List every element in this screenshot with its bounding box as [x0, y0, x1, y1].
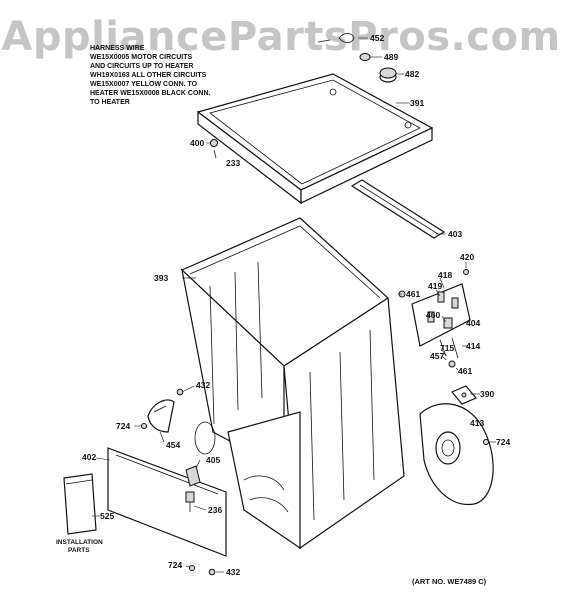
rear-cover-part[interactable] — [419, 403, 494, 505]
label-391: 391 — [410, 98, 424, 108]
label-457: 457 — [430, 351, 444, 361]
label-715: 715 — [440, 343, 454, 353]
leader-lines — [92, 37, 496, 573]
clip-part-489[interactable] — [359, 53, 371, 61]
label-233: 233 — [226, 158, 240, 168]
label-404: 404 — [466, 318, 480, 328]
switch-bracket-part[interactable] — [411, 283, 471, 359]
label-236: 236 — [208, 505, 222, 515]
label-418: 418 — [438, 270, 452, 280]
screw-part-461-lower[interactable] — [448, 360, 456, 368]
toe-kick-panel-part[interactable] — [107, 447, 227, 557]
label-402: 402 — [82, 452, 96, 462]
label-525: 525 — [100, 511, 114, 521]
label-432-upper: 432 — [196, 380, 210, 390]
clip-part-420[interactable] — [463, 269, 469, 275]
screw-part-400[interactable] — [210, 139, 218, 159]
harness-note-line: HEATER WE15X0008 BLACK CONN. — [90, 90, 211, 97]
label-482: 482 — [405, 69, 419, 79]
label-413: 413 — [470, 418, 484, 428]
label-489: 489 — [384, 52, 398, 62]
label-461-lower: 461 — [458, 366, 472, 376]
bracket-part-454[interactable] — [147, 399, 175, 433]
label-393: 393 — [154, 273, 168, 283]
label-420: 420 — [460, 252, 474, 262]
screw-part-432-bottom[interactable] — [208, 568, 216, 576]
label-405: 405 — [206, 455, 220, 465]
installation-parts-label-2: PARTS — [68, 547, 90, 554]
harness-note-line: AND CIRCUITS UP TO HEATER — [90, 63, 194, 70]
support-part-405[interactable] — [185, 465, 201, 487]
label-403: 403 — [448, 229, 462, 239]
label-419: 419 — [428, 281, 442, 291]
installation-parts-label: INSTALLATION — [56, 539, 103, 546]
harness-note-line: HARNESS WIRE — [90, 45, 145, 52]
plate-part-390[interactable] — [451, 385, 477, 405]
installation-parts-envelope[interactable] — [63, 473, 97, 535]
screw-part-432-upper[interactable] — [176, 388, 184, 396]
harness-note-line: WE15X0007 YELLOW CONN. TO — [90, 81, 198, 88]
label-452: 452 — [370, 33, 384, 43]
label-454: 454 — [166, 440, 180, 450]
screw-part-724-bottom[interactable] — [189, 565, 195, 571]
label-724-right: 724 — [496, 437, 510, 447]
label-414: 414 — [466, 341, 480, 351]
screw-part-724-left[interactable] — [141, 423, 147, 429]
hinge-part-452[interactable] — [317, 33, 355, 43]
art-number: (ART NO. WE7489 C) — [412, 577, 487, 586]
harness-note-line: WH19X0163 ALL OTHER CIRCUITS — [90, 72, 207, 79]
label-724-bottom: 724 — [168, 560, 182, 570]
label-724-left: 724 — [116, 421, 130, 431]
label-460: 460 — [426, 310, 440, 320]
label-432-bottom: 432 — [226, 567, 240, 577]
gasket-strip-part[interactable] — [350, 179, 446, 239]
screw-part-724-right[interactable] — [483, 439, 489, 445]
bumper-part-482[interactable] — [379, 67, 397, 83]
leveling-leg-part[interactable] — [185, 491, 195, 512]
label-390: 390 — [480, 389, 494, 399]
label-461-upper: 461 — [406, 289, 420, 299]
harness-note-line: WE15X0005 MOTOR CIRCUITS — [90, 54, 193, 61]
harness-wire-note: HARNESS WIRE WE15X0005 MOTOR CIRCUITS AN… — [90, 44, 220, 107]
cabinet-part[interactable] — [180, 217, 405, 550]
top-panel-part[interactable] — [196, 73, 434, 205]
harness-note-line: TO HEATER — [90, 99, 130, 106]
label-400: 400 — [190, 138, 204, 148]
